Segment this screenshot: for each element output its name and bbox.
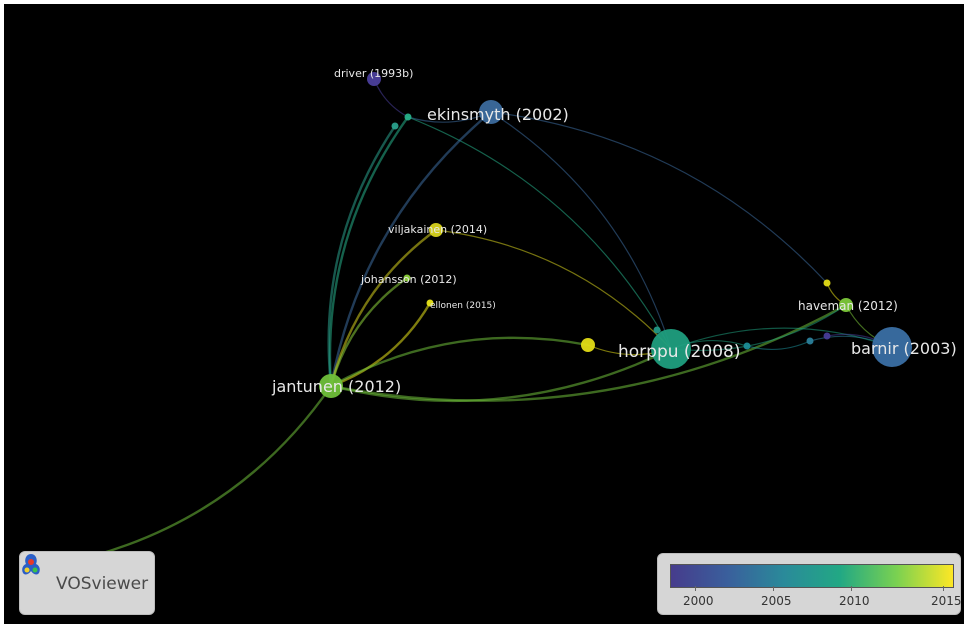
- network-graph[interactable]: driver (1993b) ekinsmyth (2002) viljakaine…: [4, 4, 964, 624]
- legend-tick-mark: [943, 586, 944, 591]
- node-n_green1[interactable]: [404, 113, 412, 121]
- node-viljakainen[interactable]: [429, 223, 443, 237]
- legend-tick-mark: [773, 586, 774, 591]
- node-ekinsmyth[interactable]: [479, 100, 503, 124]
- color-legend: 2000 2005 2010 2015: [657, 553, 962, 615]
- node-driver[interactable]: [367, 72, 381, 86]
- node-n_teal2[interactable]: [743, 342, 751, 350]
- edge-ekinsmyth-jantunen: [329, 111, 492, 387]
- legend-tick-label: 2010: [839, 594, 870, 608]
- edge-n_teal1-jantunen: [327, 125, 396, 387]
- node-barnir[interactable]: [872, 327, 912, 367]
- nodes-layer: [89, 72, 912, 560]
- label-ekinsmyth[interactable]: ekinsmyth (2002): [427, 105, 569, 124]
- edge-jantunen-n_yellow: [330, 336, 589, 388]
- legend-tick-mark: [695, 586, 696, 591]
- edge-n_green1-horppu: [407, 116, 672, 350]
- edge-viljakainen-horppu: [435, 229, 672, 350]
- edge-johansson-jantunen: [329, 277, 408, 387]
- legend-tick-label: 2000: [683, 594, 714, 608]
- edge-n_green1-jantunen: [328, 116, 409, 387]
- label-johansson[interactable]: johansson (2012): [360, 273, 457, 286]
- logo-text: VOSviewer: [56, 574, 149, 594]
- edge-ekinsmyth-n_yellow2: [490, 111, 828, 284]
- legend-tick-label: 2015: [931, 594, 962, 608]
- node-n_purple[interactable]: [823, 332, 831, 340]
- labels-layer: driver (1993b) ekinsmyth (2002) viljakaine…: [51, 67, 957, 564]
- label-jantunen[interactable]: jantunen (2012): [271, 377, 401, 396]
- node-jantunen[interactable]: [319, 374, 343, 398]
- legend-gradient-bar: [670, 564, 954, 588]
- node-n_teal4[interactable]: [653, 326, 661, 334]
- vosviewer-logo: VOSviewer: [19, 551, 155, 615]
- node-johansson[interactable]: [403, 274, 411, 282]
- edge-jantunen-benlian: [92, 385, 332, 558]
- label-driver[interactable]: driver (1993b): [334, 67, 413, 80]
- edge-driver-n_green1: [373, 78, 409, 118]
- label-barnir[interactable]: barnir (2003): [851, 339, 957, 358]
- label-viljakainen[interactable]: viljakainen (2014): [388, 223, 487, 236]
- label-ellonen[interactable]: ellonen (2015): [430, 301, 496, 311]
- vosviewer-logo-icon: [22, 554, 40, 575]
- node-n_yellow2[interactable]: [823, 279, 831, 287]
- node-horppu[interactable]: [651, 329, 691, 369]
- edge-ellonen-jantunen: [330, 302, 432, 388]
- edge-ekinsmyth-horppu: [490, 111, 672, 350]
- node-n_teal3[interactable]: [806, 337, 814, 345]
- edges-layer: [92, 78, 893, 558]
- legend-tick-label: 2005: [761, 594, 792, 608]
- edge-n_teal2-n_teal3: [746, 340, 811, 350]
- node-n_teal1[interactable]: [391, 122, 399, 130]
- edge-horppu-haveman: [670, 304, 847, 352]
- node-n_yellow[interactable]: [581, 338, 595, 352]
- node-haveman[interactable]: [839, 298, 853, 312]
- edge-jantunen-horppu: [330, 347, 672, 403]
- network-canvas[interactable]: driver (1993b) ekinsmyth (2002) viljakaine…: [4, 4, 964, 624]
- label-haveman[interactable]: haveman (2012): [798, 299, 898, 313]
- node-ellonen[interactable]: [426, 299, 434, 307]
- label-horppu[interactable]: horppu (2008): [618, 342, 740, 362]
- legend-tick-mark: [851, 586, 852, 591]
